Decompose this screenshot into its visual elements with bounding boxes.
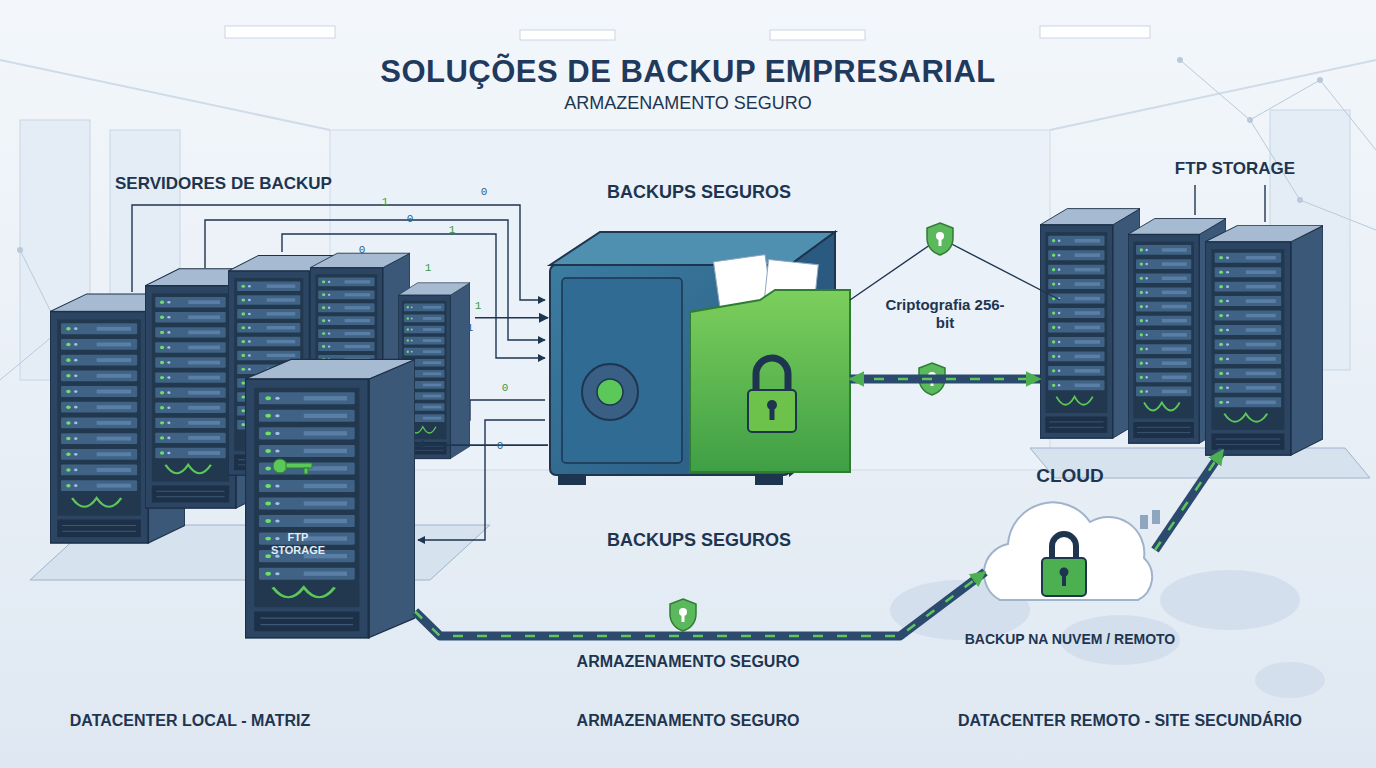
node-caption: BACKUP NA NUVEM / REMOTO bbox=[930, 631, 1210, 648]
link-band bbox=[850, 375, 1040, 384]
ftp-server: FTP STORAGE bbox=[245, 355, 415, 640]
data-arrow bbox=[475, 317, 548, 318]
ftp-storage-racks: FTP STORAGE bbox=[1040, 195, 1335, 450]
binary-digit: 1 bbox=[460, 322, 480, 335]
node-heading: SERVIDORES DE BACKUP bbox=[115, 174, 395, 194]
link-flow bbox=[850, 378, 1040, 381]
binary-digit: 0 bbox=[400, 213, 420, 226]
binary-digit: 0 bbox=[352, 244, 372, 257]
server-cluster: SERVIDORES DE BACKUP bbox=[100, 172, 475, 502]
binary-digit: 1 bbox=[468, 300, 488, 313]
site-label: DATACENTER REMOTO - SITE SECUNDÁRIO bbox=[830, 711, 1376, 730]
node-heading: CLOUD bbox=[985, 465, 1155, 488]
secure-link bbox=[1155, 450, 1223, 550]
binary-digit: 1 bbox=[442, 224, 462, 237]
binary-digit: 0 bbox=[495, 382, 515, 395]
binary-digit: 1 bbox=[418, 262, 438, 275]
binary-digit: 0 bbox=[474, 186, 494, 199]
cloud-shape: CLOUDBACKUP NA NUVEM / REMOTO bbox=[985, 495, 1155, 605]
data-arrow bbox=[415, 445, 548, 446]
link-band bbox=[1155, 450, 1223, 550]
edge-label: Criptografia 256-bit bbox=[885, 296, 1005, 332]
secure-link bbox=[415, 572, 985, 636]
site-label: ARMAZENAMENTO SEGURO bbox=[388, 711, 988, 730]
diagram-title: SOLUÇÕES DE BACKUP EMPRESARIAL bbox=[188, 54, 1188, 90]
link-line bbox=[475, 317, 548, 319]
link-flow bbox=[415, 572, 985, 636]
edge-label: ARMAZENAMENTO SEGURO bbox=[538, 652, 838, 671]
secure-link bbox=[850, 379, 1040, 380]
link-line bbox=[415, 444, 548, 446]
backup-safe: BACKUPS SEGUROSBACKUPS SEGUROS bbox=[548, 232, 850, 477]
binary-digit: 1 bbox=[375, 196, 395, 209]
subtitle: ARMAZENAMENTO SEGURO bbox=[388, 93, 988, 115]
binary-digit: 0 bbox=[490, 440, 510, 453]
link-flow bbox=[1155, 450, 1223, 550]
node-heading: BACKUPS SEGUROS bbox=[548, 182, 850, 204]
node-heading: FTP STORAGE bbox=[265, 531, 331, 557]
site-label: DATACENTER LOCAL - MATRIZ bbox=[0, 711, 490, 730]
node-heading: FTP STORAGE bbox=[1150, 159, 1320, 179]
node-caption: BACKUPS SEGUROS bbox=[548, 530, 850, 552]
link-band bbox=[415, 572, 985, 636]
